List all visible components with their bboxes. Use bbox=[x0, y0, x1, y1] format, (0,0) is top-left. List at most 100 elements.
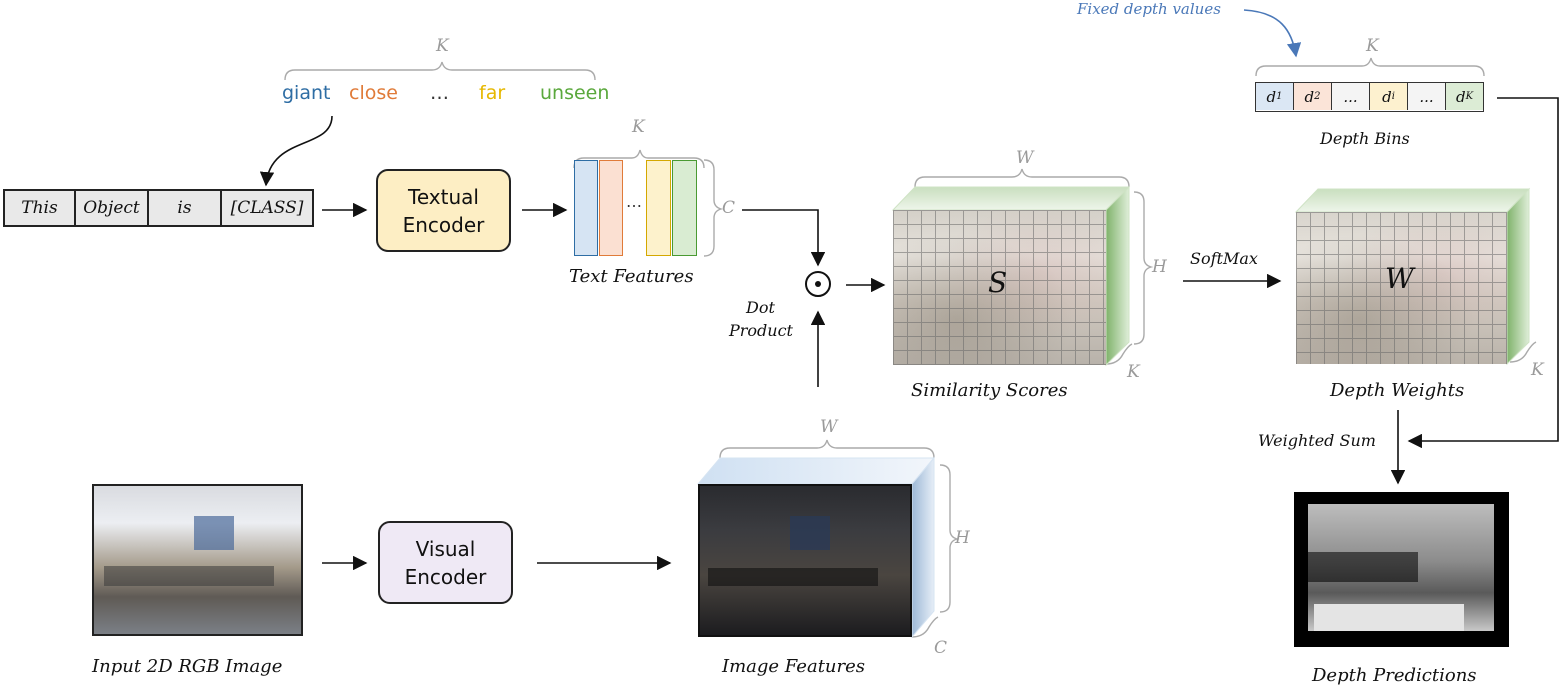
fixed-depth-annotation: Fixed depth values bbox=[1077, 0, 1221, 18]
arrow-word-to-class bbox=[259, 115, 333, 187]
image-features-desks bbox=[708, 568, 878, 586]
depth-weights-grid bbox=[1296, 212, 1507, 364]
weights-volume-top bbox=[1294, 188, 1531, 213]
brace-sim-k bbox=[1105, 343, 1133, 365]
image-features-c-label: C bbox=[934, 638, 948, 658]
text-features-label: Text Features bbox=[569, 266, 694, 287]
depth-bins-label: Depth Bins bbox=[1320, 129, 1410, 148]
depth-predictions-label: Depth Predictions bbox=[1312, 665, 1477, 686]
softmax-label: SoftMax bbox=[1190, 249, 1258, 268]
text-feature-bar bbox=[646, 160, 671, 256]
depth-bin-base: ... bbox=[1419, 87, 1434, 106]
depth-prediction-image bbox=[1294, 492, 1509, 647]
depth-weights-k-label: K bbox=[1531, 360, 1544, 380]
arrow-bins-to-sum bbox=[1407, 97, 1559, 449]
similarity-symbol: S bbox=[988, 266, 1008, 299]
brace-img-c bbox=[911, 616, 939, 638]
class-words-k-label: K bbox=[436, 36, 449, 56]
brace-weights-k bbox=[1509, 341, 1537, 363]
text-feature-bar bbox=[574, 160, 598, 256]
brace-class-words bbox=[284, 61, 596, 81]
visual-encoder-line1: Visual bbox=[415, 536, 476, 561]
depth-bin-base: d bbox=[1382, 87, 1392, 106]
dot-product-line1: Dot bbox=[746, 298, 775, 317]
depth-bin-sub: 1 bbox=[1276, 91, 1283, 102]
text-features-c-label: C bbox=[722, 198, 736, 218]
sim-volume-top bbox=[891, 186, 1131, 211]
depth-bin-base: d bbox=[1266, 87, 1277, 106]
visual-encoder-line2: Encoder bbox=[404, 564, 487, 589]
depth-weights-label: Depth Weights bbox=[1330, 380, 1465, 401]
text-features-k-label: K bbox=[632, 117, 645, 137]
similarity-label: Similarity Scores bbox=[911, 380, 1068, 401]
input-image-board bbox=[194, 516, 234, 550]
depth-bin-base: d bbox=[1304, 87, 1315, 106]
class-word-close: close bbox=[349, 82, 398, 104]
similarity-h-label: H bbox=[1152, 257, 1167, 277]
img-volume-top bbox=[696, 457, 936, 485]
depth-bins-k-label: K bbox=[1366, 36, 1379, 56]
image-features-h-label: H bbox=[955, 528, 970, 548]
dim-braces bbox=[284, 57, 1537, 638]
depth-bin-base: ... bbox=[1343, 87, 1358, 106]
image-features-board bbox=[790, 516, 830, 550]
arrow-fixed-depth bbox=[1243, 9, 1302, 58]
image-features-w-label: W bbox=[820, 417, 838, 437]
brace-sim-w bbox=[914, 168, 1130, 188]
image-features-label: Image Features bbox=[722, 656, 866, 677]
image-features-map bbox=[698, 484, 912, 637]
textual-encoder-line1: Textual bbox=[408, 184, 479, 209]
feature-volumes bbox=[696, 185, 1531, 639]
img-volume-side bbox=[911, 456, 935, 639]
weighted-sum-label: Weighted Sum bbox=[1258, 431, 1376, 450]
prompt-token: is bbox=[149, 191, 222, 225]
weights-volume-side bbox=[1506, 187, 1530, 366]
dot-product-icon bbox=[805, 271, 831, 297]
prompt-token: This bbox=[5, 191, 76, 225]
sim-volume-side bbox=[1105, 185, 1130, 367]
similarity-map bbox=[893, 210, 1106, 365]
dot-product-line2: Product bbox=[729, 321, 793, 340]
brace-sim-h bbox=[1133, 191, 1154, 345]
similarity-k-label: K bbox=[1127, 362, 1140, 382]
prompt-token: Object bbox=[76, 191, 149, 225]
brace-img-h bbox=[939, 464, 960, 613]
input-image-label: Input 2D RGB Image bbox=[92, 656, 283, 677]
brace-text-features-k bbox=[573, 149, 705, 169]
prompt-token-class: [CLASS] bbox=[230, 198, 304, 218]
class-word-far: far bbox=[479, 82, 506, 104]
class-word-giant: giant bbox=[282, 82, 331, 104]
depth-bin-sub: i bbox=[1391, 91, 1395, 102]
depth-weights-symbol: W bbox=[1385, 262, 1414, 295]
arrow-features-to-dot bbox=[742, 209, 826, 267]
depth-bin-sub: K bbox=[1465, 91, 1474, 102]
depth-weights-map bbox=[1296, 212, 1507, 364]
depth-bin: ... bbox=[1332, 83, 1370, 110]
depth-map-dark-region bbox=[1308, 552, 1418, 582]
depth-bin-base: d bbox=[1455, 87, 1466, 106]
depth-map-near-region bbox=[1314, 604, 1464, 631]
input-image-desks bbox=[104, 566, 274, 586]
textual-encoder-line2: Encoder bbox=[402, 212, 485, 237]
similarity-w-label: W bbox=[1016, 148, 1034, 168]
depth-bin: ... bbox=[1408, 83, 1446, 110]
depth-bin-sub: 2 bbox=[1314, 91, 1321, 102]
class-word-ellipsis: … bbox=[430, 82, 449, 104]
arrows bbox=[259, 97, 1559, 571]
text-feature-bar bbox=[672, 160, 697, 256]
class-word-unseen: unseen bbox=[540, 82, 610, 104]
text-features-ellipsis: … bbox=[626, 192, 642, 211]
text-feature-bar bbox=[599, 160, 623, 256]
brace-img-w bbox=[719, 439, 935, 459]
prompt-template: This Object is [CLASS] bbox=[3, 189, 314, 227]
input-rgb-image bbox=[92, 484, 303, 636]
brace-bins-k bbox=[1255, 57, 1485, 77]
